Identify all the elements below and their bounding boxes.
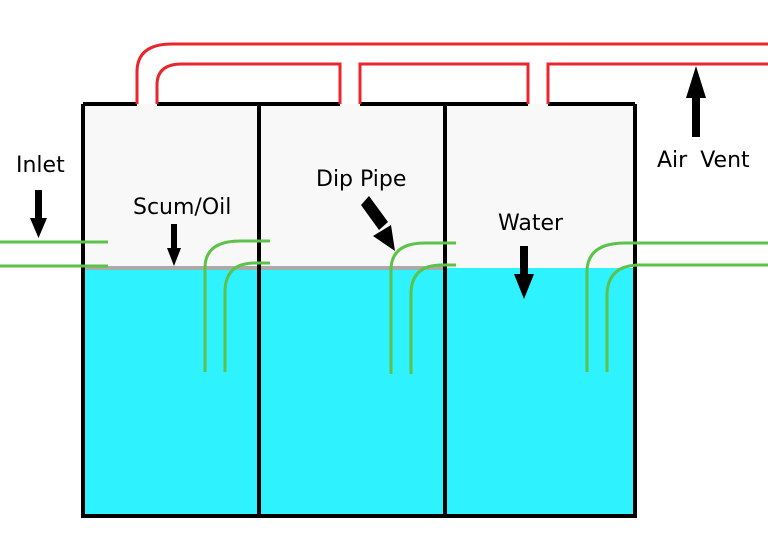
arrow-icon-scum-oil xyxy=(167,224,181,266)
label-water: Water xyxy=(498,211,564,236)
dip-pipe-1 xyxy=(203,239,270,372)
air-vent-pipe xyxy=(135,42,768,104)
dip-pipe-2 xyxy=(389,241,456,374)
inlet-pipe xyxy=(0,240,108,268)
arrow-icon-dip-pipe xyxy=(361,196,395,251)
arrow-icon-water xyxy=(514,246,534,299)
label-air-vent: Air Vent xyxy=(657,148,750,173)
outlet-dip-pipe xyxy=(585,241,768,372)
water-body xyxy=(83,268,635,516)
label-dip-pipe: Dip Pipe xyxy=(316,167,406,192)
arrow-icon-inlet xyxy=(30,190,47,238)
arrow-icon-air-vent xyxy=(686,66,706,137)
tank-walls xyxy=(81,102,637,518)
label-inlet: Inlet xyxy=(16,153,65,178)
label-scum-oil: Scum/Oil xyxy=(133,195,231,220)
